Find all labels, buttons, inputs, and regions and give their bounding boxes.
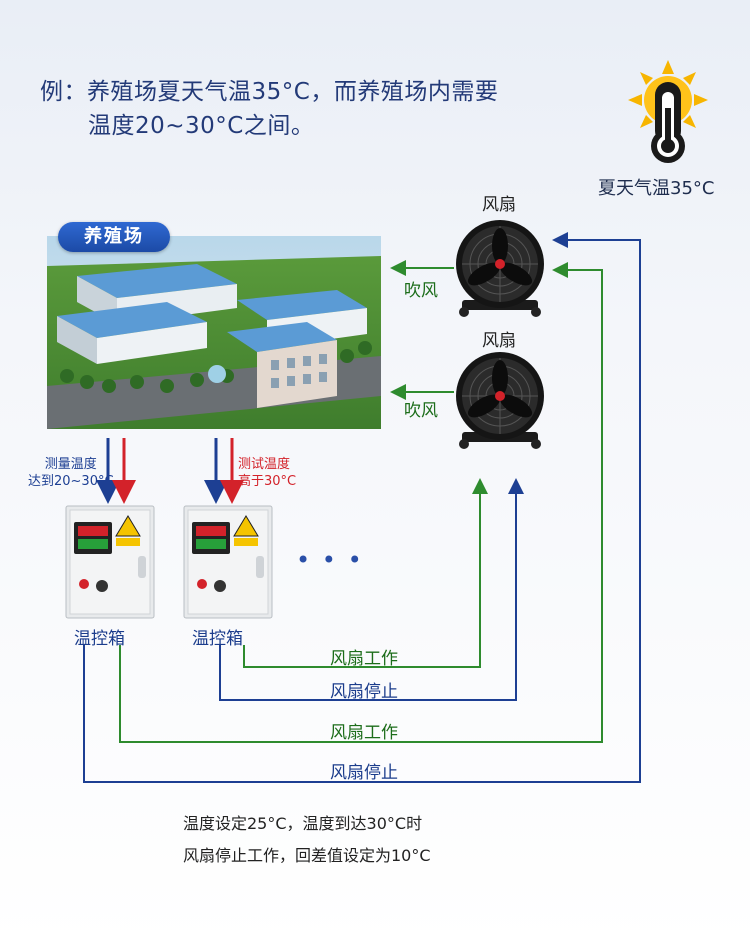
fan-1-blow-label: 吹风	[404, 281, 438, 301]
fan-2-blow-label: 吹风	[404, 401, 438, 421]
fan-2-label: 风扇	[482, 331, 516, 351]
line-label-fan-stop-2: 风扇停止	[330, 763, 398, 783]
sensing-left-line-2: 达到20~30°C	[28, 474, 114, 489]
farm-illustration	[47, 236, 381, 429]
control-box-2-label: 温控箱	[192, 629, 243, 649]
control-box-1-label: 温控箱	[74, 629, 125, 649]
sensing-annotation-right: 测试温度 高于30°C	[238, 456, 296, 490]
sensing-right-line-1: 测试温度	[238, 457, 291, 472]
sensing-left-line-1: 测量温度	[44, 457, 97, 472]
farm-badge: 养殖场	[58, 222, 170, 252]
note-line-2: 风扇停止工作，回差值设定为10°C	[183, 846, 431, 865]
fan-1-label: 风扇	[482, 195, 516, 215]
summer-temperature-label: 夏天气温35°C	[598, 178, 715, 199]
line-label-fan-work-1: 风扇工作	[330, 649, 398, 669]
intro-line-2: 温度20~30°C之间。	[88, 113, 315, 139]
line-label-fan-work-2: 风扇工作	[330, 723, 398, 743]
intro-line-1: 例：养殖场夏天气温35°C，而养殖场内需要	[40, 79, 499, 105]
sensing-right-line-2: 高于30°C	[238, 474, 297, 489]
line-box2-fan-work	[243, 478, 488, 668]
note-line-1: 温度设定25°C，温度到达30°C时	[183, 814, 423, 833]
more-boxes-ellipsis: • • •	[296, 546, 364, 574]
line-label-fan-stop-1: 风扇停止	[330, 682, 398, 702]
farm-image	[47, 236, 381, 429]
sensing-annotation-left: 测量温度 达到20~30°C	[28, 456, 114, 490]
